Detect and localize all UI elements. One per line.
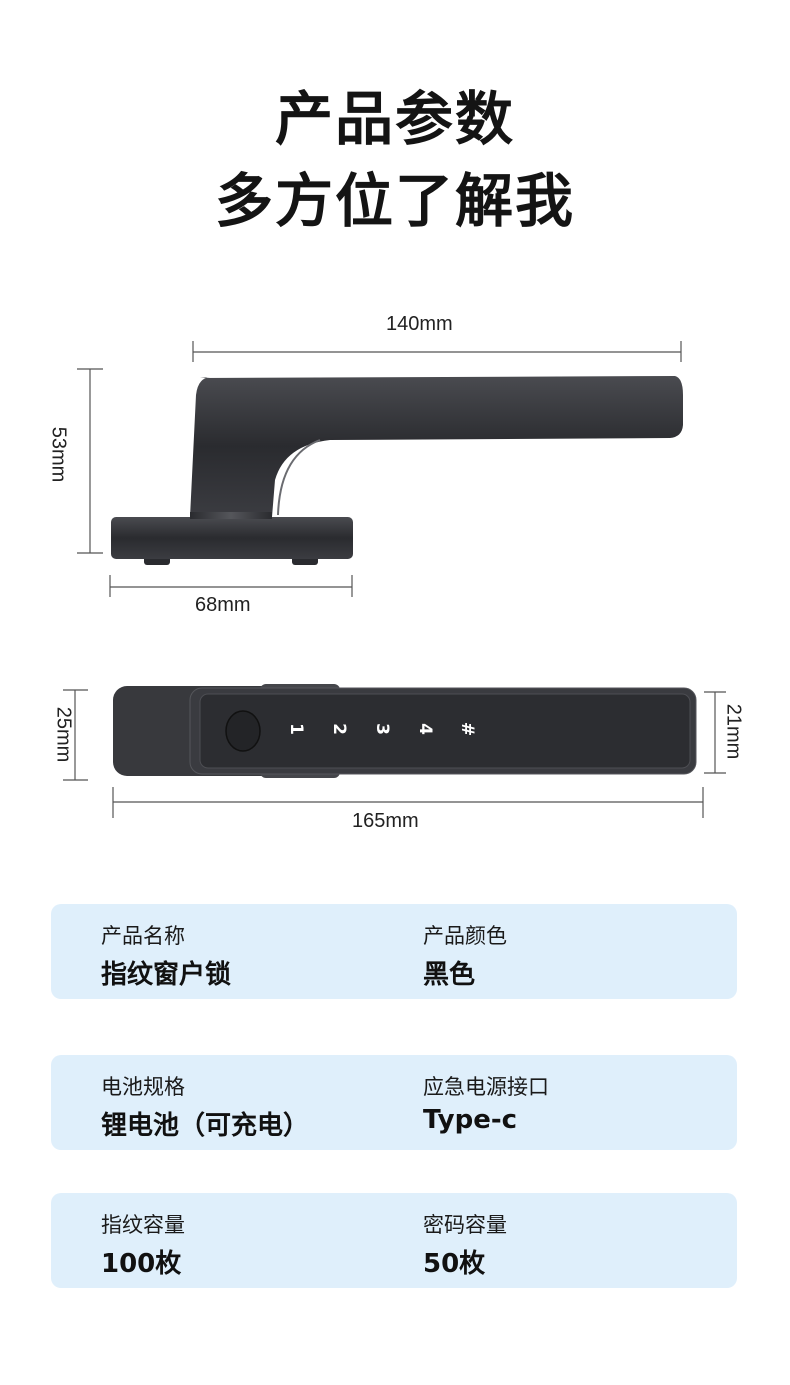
key-2[interactable]: 2 [328,723,349,735]
key-4[interactable]: 4 [414,723,435,735]
dimension-lines [63,341,726,818]
key-1[interactable]: 1 [285,723,306,735]
spec-label: 应急电源接口 [423,1075,549,1099]
key-hash[interactable]: # [457,721,478,737]
spec-card: 产品名称 指纹窗户锁 产品颜色 黑色 [51,904,737,999]
spec-card: 电池规格 锂电池（可充电） 应急电源接口 Type-c [51,1055,737,1150]
key-3[interactable]: 3 [371,723,392,735]
handle-top-view [113,684,697,778]
spec-value: 黑色 [423,960,476,990]
spec-value: 锂电池（可充电） [101,1111,310,1141]
spec-card: 指纹容量 100枚 密码容量 50枚 [51,1193,737,1288]
dim-140mm: 140mm [386,313,453,335]
spec-value: 100枚 [101,1249,182,1279]
spec-value: 指纹窗户锁 [101,960,232,990]
spec-label: 电池规格 [101,1075,185,1099]
product-diagram [63,341,726,818]
dim-68mm: 68mm [195,594,251,616]
spec-label: 产品名称 [101,924,185,948]
dim-21mm: 21mm [722,703,745,760]
dim-53mm: 53mm [47,426,70,483]
spec-value: 50枚 [423,1249,486,1279]
spec-label: 密码容量 [423,1213,507,1237]
fingerprint-sensor-icon [225,710,261,752]
handle-side-view [111,376,683,565]
spec-label: 指纹容量 [101,1213,185,1237]
spec-label: 产品颜色 [423,924,507,948]
dim-25mm: 25mm [52,706,75,763]
spec-value: Type-c [423,1105,518,1135]
page-subtitle: 多方位了解我 [214,167,575,235]
dim-165mm: 165mm [352,810,419,832]
page-title: 产品参数 [274,85,515,153]
